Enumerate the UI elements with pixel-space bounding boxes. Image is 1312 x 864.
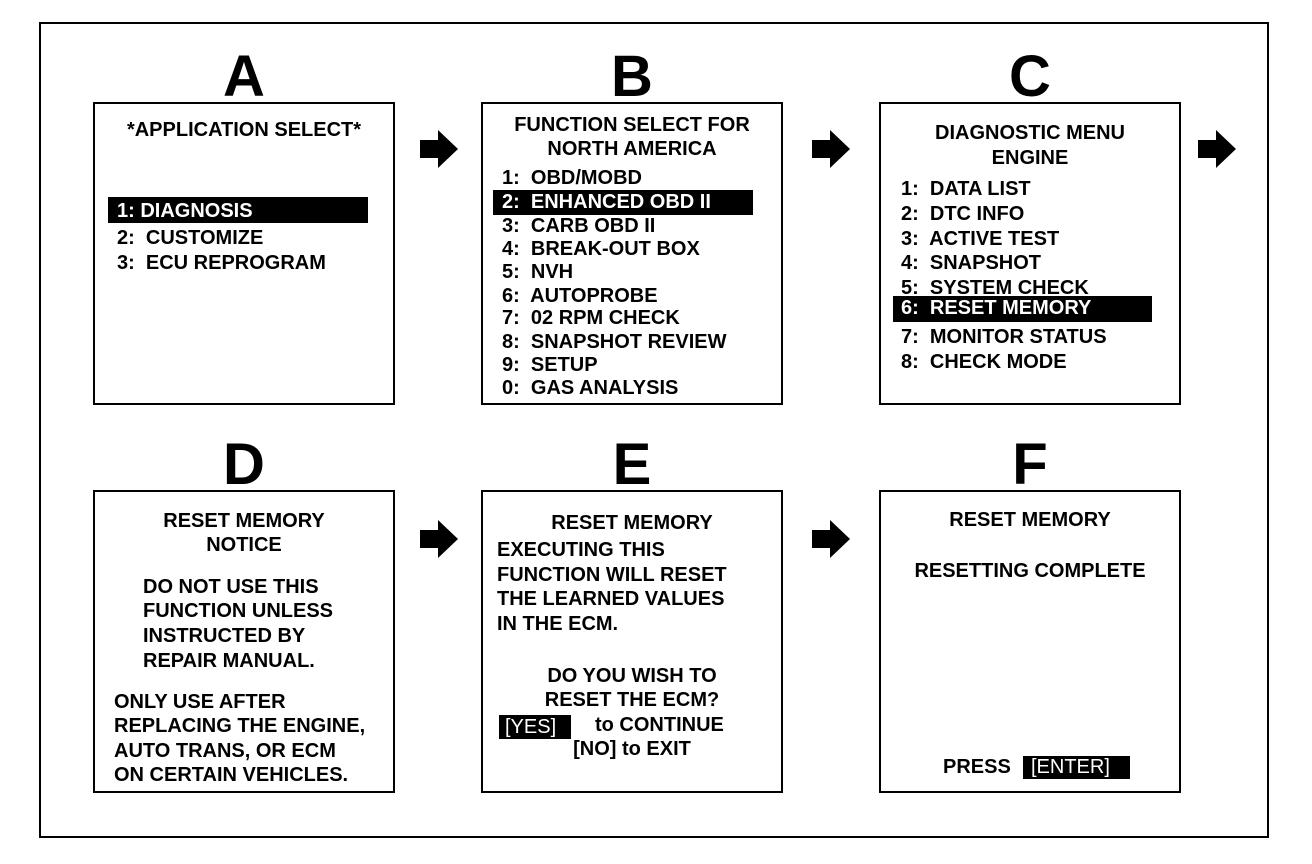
screen-title-line-1: RESET MEMORY [163,510,325,532]
note-line: AUTO TRANS, OR ECM [114,740,336,762]
screen-title-line-2: NOTICE [206,534,282,556]
menu-item[interactable]: 4: BREAK-OUT BOX [502,238,700,260]
menu-item[interactable]: 2: DTC INFO [901,203,1025,225]
screen-title-line-1: DIAGNOSTIC MENU [935,122,1125,144]
right-arrow-icon [420,130,458,168]
menu-item[interactable]: 1: OBD/MOBD [502,167,642,189]
note-line: REPLACING THE ENGINE, [114,715,366,737]
press-label: PRESS [943,756,1011,778]
right-arrow-icon [812,520,850,558]
notice-line: REPAIR MANUAL. [143,650,315,672]
body-line: THE LEARNED VALUES [497,588,725,610]
selection-highlight [893,296,1152,322]
enter-button[interactable]: [ENTER] [1031,756,1110,778]
question-line: DO YOU WISH TO [547,665,717,687]
screen-diagnostic-menu: DIAGNOSTIC MENU ENGINE 1: DATA LIST 2: D… [879,102,1181,405]
note-line: ONLY USE AFTER [114,691,286,713]
menu-item[interactable]: 7: MONITOR STATUS [901,326,1107,348]
note-line: ON CERTAIN VEHICLES. [114,764,349,786]
label-f: F [1012,432,1048,497]
menu-item[interactable]: 6: RESET MEMORY [901,297,1092,319]
menu-item[interactable]: 3: ACTIVE TEST [901,228,1060,250]
yes-key-highlight [499,715,571,739]
menu-item-customize[interactable]: 2: CUSTOMIZE [117,227,264,249]
label-d: D [223,432,265,497]
question-line: RESET THE ECM? [544,689,720,711]
screen-function-select: FUNCTION SELECT FOR NORTH AMERICA 1: OBD… [481,102,783,405]
menu-item-diagnosis[interactable]: 1: DIAGNOSIS [117,200,253,222]
menu-item[interactable]: 8: SNAPSHOT REVIEW [502,331,727,353]
menu-item-ecu-reprogram[interactable]: 3: ECU REPROGRAM [117,252,326,274]
menu-item[interactable]: 2: ENHANCED OBD II [502,191,711,213]
notice-line: INSTRUCTED BY [143,625,306,647]
label-b: B [611,44,653,109]
right-arrow-icon [1198,130,1236,168]
no-button[interactable]: [NO] to EXIT [573,738,691,760]
screen-title-line-1: FUNCTION SELECT FOR [514,114,750,136]
screen-title: RESET MEMORY [551,512,713,534]
status-message: RESETTING COMPLETE [914,560,1146,582]
screen-title: *APPLICATION SELECT* [126,119,362,141]
yes-button[interactable]: [YES] [505,716,557,738]
notice-line: DO NOT USE THIS [143,576,319,598]
screen-application-select: *APPLICATION SELECT* 1: DIAGNOSIS 2: CUS… [93,102,395,405]
menu-item[interactable]: 4: SNAPSHOT [901,252,1042,274]
screen-reset-memory-notice: RESET MEMORY NOTICE DO NOT USE THIS FUNC… [93,490,395,793]
menu-item[interactable]: 0: GAS ANALYSIS [502,377,679,399]
menu-item[interactable]: 8: CHECK MODE [901,351,1067,373]
selection-highlight [493,190,753,215]
notice-line: FUNCTION UNLESS [143,600,333,622]
menu-item[interactable]: 5: NVH [502,261,574,283]
screen-reset-confirm: RESET MEMORY EXECUTING THIS FUNCTION WIL… [481,490,783,793]
outer-frame [39,22,1269,838]
menu-item[interactable]: 3: CARB OBD II [502,215,656,237]
label-c: C [1009,44,1051,109]
body-line: FUNCTION WILL RESET [497,564,727,586]
selection-highlight [108,197,368,223]
right-arrow-icon [420,520,458,558]
menu-item[interactable]: 1: DATA LIST [901,178,1031,200]
screen-reset-complete: RESET MEMORY RESETTING COMPLETE PRESS [E… [879,490,1181,793]
menu-item[interactable]: 5: SYSTEM CHECK [901,277,1089,299]
screen-title-line-2: NORTH AMERICA [547,138,717,160]
screen-title: RESET MEMORY [949,509,1111,531]
body-line: EXECUTING THIS [497,539,665,561]
menu-item[interactable]: 9: SETUP [502,354,598,376]
screen-title-line-2: ENGINE [991,147,1069,169]
yes-label: to CONTINUE [595,714,724,736]
menu-item[interactable]: 6: AUTOPROBE [502,285,658,307]
label-e: E [612,432,652,497]
menu-item[interactable]: 7: 02 RPM CHECK [502,307,680,329]
label-a: A [223,44,265,109]
enter-key-highlight [1023,756,1130,779]
right-arrow-icon [812,130,850,168]
body-line: IN THE ECM. [497,613,619,635]
